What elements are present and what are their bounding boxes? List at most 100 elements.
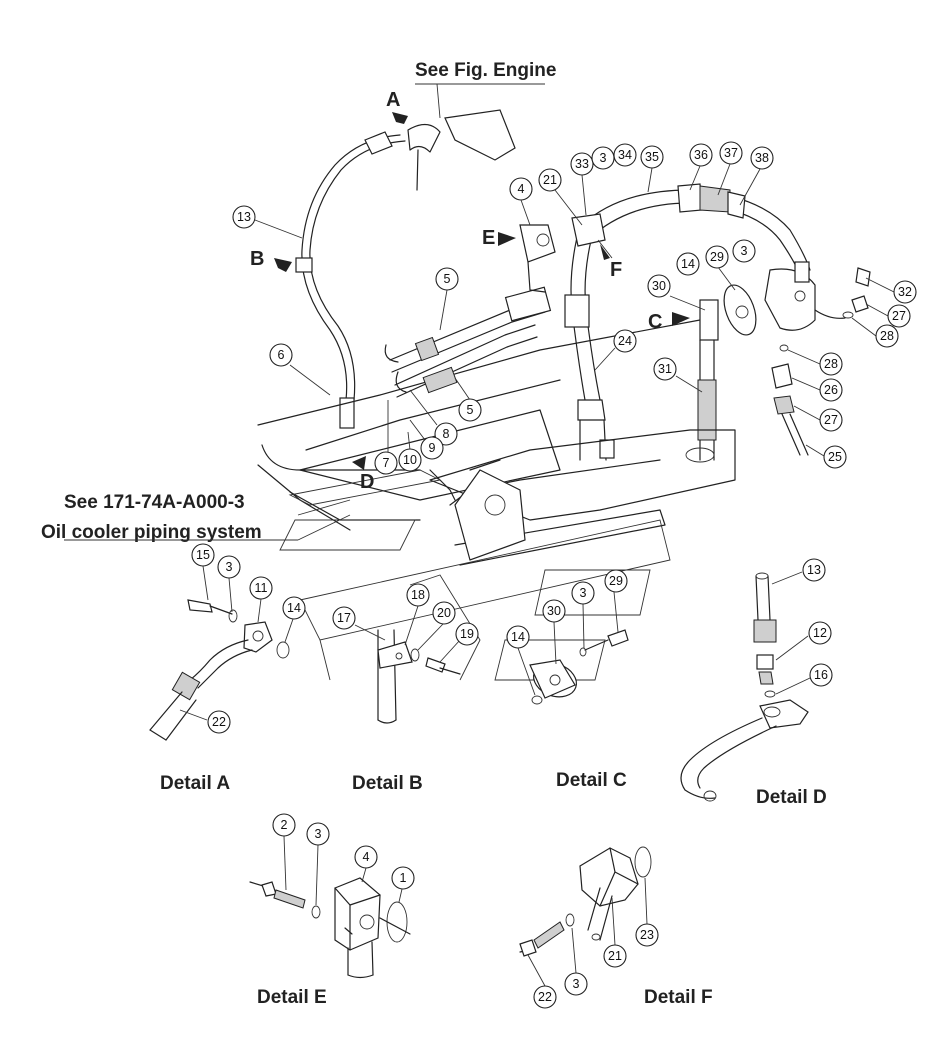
view-letter-c: C (648, 311, 690, 333)
part-number: 3 (580, 586, 587, 600)
balloon-circle (571, 581, 595, 605)
balloon-circle (802, 558, 826, 582)
part-balloon: 4 (509, 177, 533, 201)
reference-labels: See Fig. Engine See 171-74A-A000-3 Oil c… (41, 60, 556, 543)
part-balloon: 32 (893, 280, 917, 304)
part-balloon: 16 (809, 663, 833, 687)
detail-a-label: Detail A (160, 773, 230, 794)
part-balloon: 3 (571, 581, 595, 605)
part-number: 3 (315, 827, 322, 841)
part-balloon: 12 (808, 621, 832, 645)
part-balloon: 29 (604, 569, 628, 593)
balloon-circle (647, 274, 671, 298)
balloon-circle (432, 601, 456, 625)
part-balloon: 35 (640, 145, 664, 169)
part-number: 11 (255, 581, 268, 595)
balloon-circle (676, 252, 700, 276)
oil-cooler-system-text: Oil cooler piping system (41, 522, 262, 543)
part-balloon: 29 (705, 245, 729, 269)
balloon-circle (374, 451, 398, 475)
view-arrow-b-icon (274, 258, 292, 272)
part-number: 14 (287, 601, 301, 615)
balloon-circle (506, 625, 530, 649)
part-number: 27 (824, 413, 838, 427)
part-number: 13 (807, 563, 821, 577)
view-letter-d: D (352, 456, 374, 493)
part-number: 25 (828, 450, 842, 464)
balloon-circle (272, 813, 296, 837)
balloon-circle (538, 168, 562, 192)
part-number: 22 (212, 715, 226, 729)
part-balloon: 18 (406, 583, 430, 607)
detail-b-label: Detail B (352, 773, 423, 794)
balloon-circle (640, 145, 664, 169)
part-balloon: 14 (282, 596, 306, 620)
part-number: 30 (652, 279, 666, 293)
part-balloon: 17 (332, 606, 356, 630)
part-number: 7 (383, 456, 390, 470)
balloon-circle (420, 436, 444, 460)
part-balloon: 27 (819, 408, 843, 432)
main-assembly-linework (257, 83, 871, 681)
part-number: 3 (226, 560, 233, 574)
balloon-circle (750, 146, 774, 170)
balloon-circle (533, 985, 557, 1009)
part-balloon: 19 (455, 622, 479, 646)
detail-f-label: Detail F (644, 987, 713, 1008)
svg-text:B: B (250, 248, 264, 270)
balloon-circle (391, 866, 415, 890)
part-number: 5 (444, 272, 451, 286)
part-number: 18 (411, 588, 425, 602)
balloon-circle (635, 923, 659, 947)
balloon-circle (435, 267, 459, 291)
balloon-circle (887, 304, 911, 328)
part-balloon: 9 (420, 436, 444, 460)
part-number: 28 (824, 357, 838, 371)
svg-text:F: F (610, 259, 622, 281)
part-number: 27 (892, 309, 906, 323)
part-number: 30 (547, 604, 561, 618)
view-letter-a: A (386, 89, 408, 124)
detail-b-drawing: 17 18 20 19 Detail B (332, 583, 479, 794)
detail-d-label: Detail D (756, 787, 827, 808)
svg-text:C: C (648, 311, 662, 333)
part-balloon: 30 (647, 274, 671, 298)
balloon-circle (808, 621, 832, 645)
part-number: 3 (573, 977, 580, 991)
balloon-circle (613, 329, 637, 353)
part-number: 13 (237, 210, 251, 224)
part-balloon: 20 (432, 601, 456, 625)
part-number: 34 (618, 148, 632, 162)
detail-d-drawing: 13 12 16 Detail D (680, 558, 833, 808)
part-number: 33 (575, 157, 589, 171)
balloon-circle (564, 972, 588, 996)
balloon-circle (306, 822, 330, 846)
part-balloon: 3 (591, 146, 615, 170)
view-arrow-e-icon (498, 232, 516, 246)
part-balloon: 3 (732, 239, 756, 263)
part-number: 10 (403, 453, 417, 467)
part-number: 14 (511, 630, 525, 644)
part-number: 29 (609, 574, 623, 588)
part-balloon: 13 (802, 558, 826, 582)
part-balloon: 7 (374, 451, 398, 475)
view-arrow-c-icon (672, 312, 690, 326)
engine-reference-text: See Fig. Engine (415, 60, 556, 81)
part-number: 23 (640, 928, 654, 942)
part-balloon: 28 (819, 352, 843, 376)
part-number: 22 (538, 990, 552, 1004)
part-number: 12 (813, 626, 827, 640)
part-balloon: 31 (653, 357, 677, 381)
balloon-circle (705, 245, 729, 269)
part-number: 15 (196, 548, 210, 562)
part-number: 21 (608, 949, 622, 963)
part-number: 4 (518, 182, 525, 196)
oil-cooler-reference-text: See 171-74A-A000-3 (64, 492, 245, 513)
part-number: 36 (694, 148, 708, 162)
balloon-circle (823, 445, 847, 469)
part-number: 38 (755, 151, 769, 165)
balloon-circle (613, 143, 637, 167)
main-part-balloons: 13 4 5 6 5 8 9 10 7 33 3 34 35 36 37 38 … (232, 141, 917, 475)
part-balloon: 3 (306, 822, 330, 846)
balloon-circle (282, 596, 306, 620)
